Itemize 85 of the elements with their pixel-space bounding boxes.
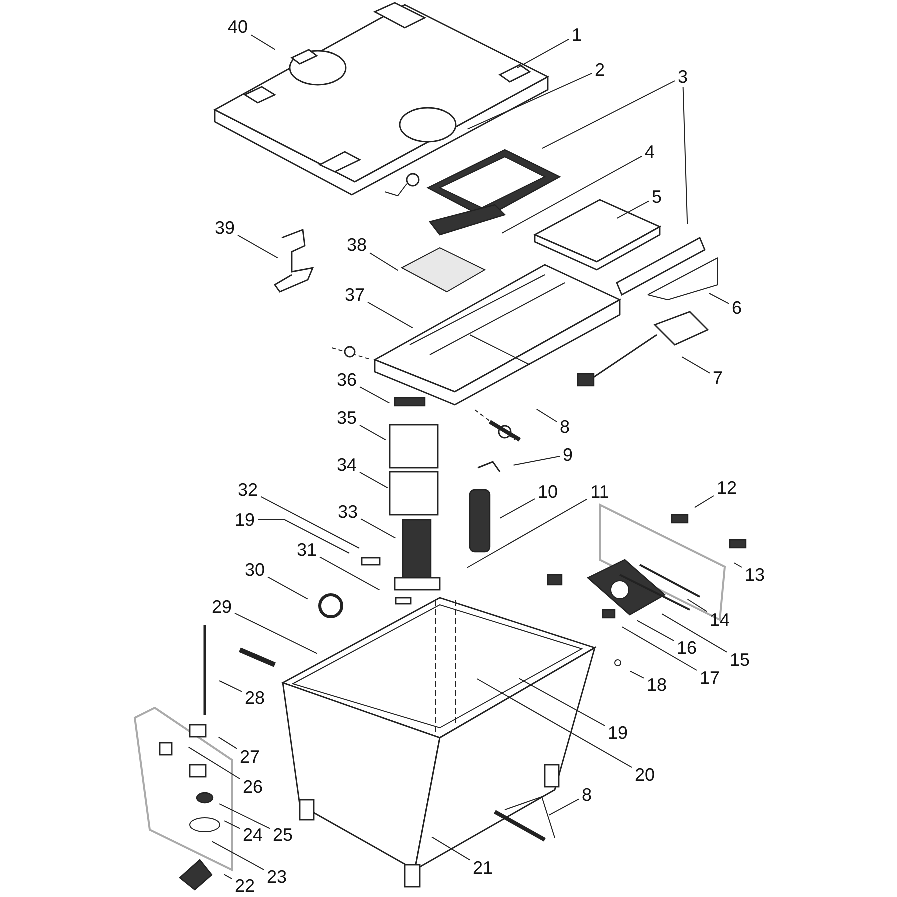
callout-number: 33 bbox=[338, 502, 358, 522]
leader-line bbox=[360, 424, 386, 441]
leader-line bbox=[500, 498, 536, 519]
leader-line bbox=[234, 612, 318, 654]
leader-line bbox=[708, 293, 730, 304]
callout-number: 11 bbox=[590, 482, 610, 502]
leader-line bbox=[260, 496, 360, 549]
leader-line bbox=[238, 234, 278, 259]
leader-line bbox=[502, 156, 642, 234]
leader-line bbox=[616, 200, 650, 219]
callout-number: 13 bbox=[744, 565, 766, 585]
callout-number: 35 bbox=[336, 408, 358, 428]
leader-line bbox=[513, 456, 560, 466]
callout-number: 36 bbox=[336, 370, 358, 390]
callout-number: 24 bbox=[242, 825, 264, 845]
leader-line bbox=[218, 736, 238, 750]
callout-number: 14 bbox=[710, 610, 730, 630]
callout-number: 16 bbox=[676, 638, 698, 658]
leader-line bbox=[542, 80, 676, 150]
callout-number: 20 bbox=[634, 765, 656, 785]
callout-number: 2 bbox=[595, 60, 605, 80]
callout-number: 7 bbox=[713, 368, 723, 388]
callout-number: 30 bbox=[244, 560, 266, 580]
leader-line bbox=[219, 804, 270, 830]
leader-line bbox=[622, 626, 698, 671]
callout-number: 18 bbox=[646, 675, 668, 695]
callout-number: 38 bbox=[346, 235, 368, 255]
leader-line bbox=[432, 836, 470, 861]
leader-line bbox=[360, 472, 388, 489]
callout-number: 26 bbox=[242, 777, 264, 797]
leader-line bbox=[548, 798, 580, 816]
callout-number: 9 bbox=[563, 445, 573, 465]
callout-number: 6 bbox=[732, 298, 742, 318]
leader-line bbox=[224, 874, 232, 880]
callout-number: 19 bbox=[608, 723, 628, 743]
leader-line bbox=[636, 620, 674, 642]
callout-number: 32 bbox=[238, 480, 258, 500]
leader-line bbox=[368, 302, 414, 329]
callout-number: 28 bbox=[244, 688, 266, 708]
leader-line bbox=[536, 408, 558, 422]
leader-line bbox=[687, 599, 708, 612]
callout-number: 27 bbox=[240, 747, 260, 767]
callout-number: 31 bbox=[296, 540, 318, 560]
leader-line bbox=[518, 678, 606, 726]
callout-number: 40 bbox=[228, 17, 248, 37]
leader-line bbox=[320, 556, 380, 591]
leader-line bbox=[360, 386, 390, 404]
callout-number: 39 bbox=[214, 218, 236, 238]
callout-number: 10 bbox=[538, 482, 558, 502]
leader-line bbox=[268, 576, 308, 600]
leader-line bbox=[188, 746, 240, 780]
leader-line bbox=[734, 562, 742, 568]
leader-line bbox=[219, 680, 242, 692]
leader-line bbox=[258, 520, 350, 554]
leader-line bbox=[682, 356, 710, 374]
callout-number: 23 bbox=[266, 867, 288, 887]
leader-line bbox=[630, 670, 644, 679]
leader-line bbox=[250, 34, 276, 50]
callout-number: 29 bbox=[212, 597, 232, 617]
callout-number: 1 bbox=[572, 25, 582, 45]
leader-line bbox=[662, 614, 728, 653]
callout-number: 22 bbox=[234, 876, 256, 896]
leader-line bbox=[682, 86, 688, 224]
leader-line bbox=[467, 73, 592, 130]
callout-number: 17 bbox=[700, 668, 720, 688]
leader-line bbox=[224, 820, 240, 830]
leader-line bbox=[694, 496, 714, 508]
leader-line bbox=[476, 678, 632, 768]
leader-line bbox=[370, 252, 399, 272]
callout-number: 34 bbox=[336, 455, 358, 475]
leader-line bbox=[360, 518, 396, 539]
callout-number: 25 bbox=[272, 825, 294, 845]
callout-number: 3 bbox=[678, 67, 688, 87]
callout-number: 4 bbox=[645, 142, 655, 162]
callout-number: 5 bbox=[652, 187, 662, 207]
leader-line bbox=[212, 841, 264, 870]
callout-number: 12 bbox=[716, 478, 738, 498]
leader-line bbox=[516, 38, 570, 69]
leader-line bbox=[466, 498, 588, 568]
callout-number: 37 bbox=[344, 285, 366, 305]
callout-number: 19 bbox=[234, 510, 256, 530]
callout-number: 15 bbox=[730, 650, 750, 670]
callout-number: 8 bbox=[560, 417, 570, 437]
callout-number: 21 bbox=[472, 858, 494, 878]
callout-number: 8 bbox=[582, 785, 592, 805]
